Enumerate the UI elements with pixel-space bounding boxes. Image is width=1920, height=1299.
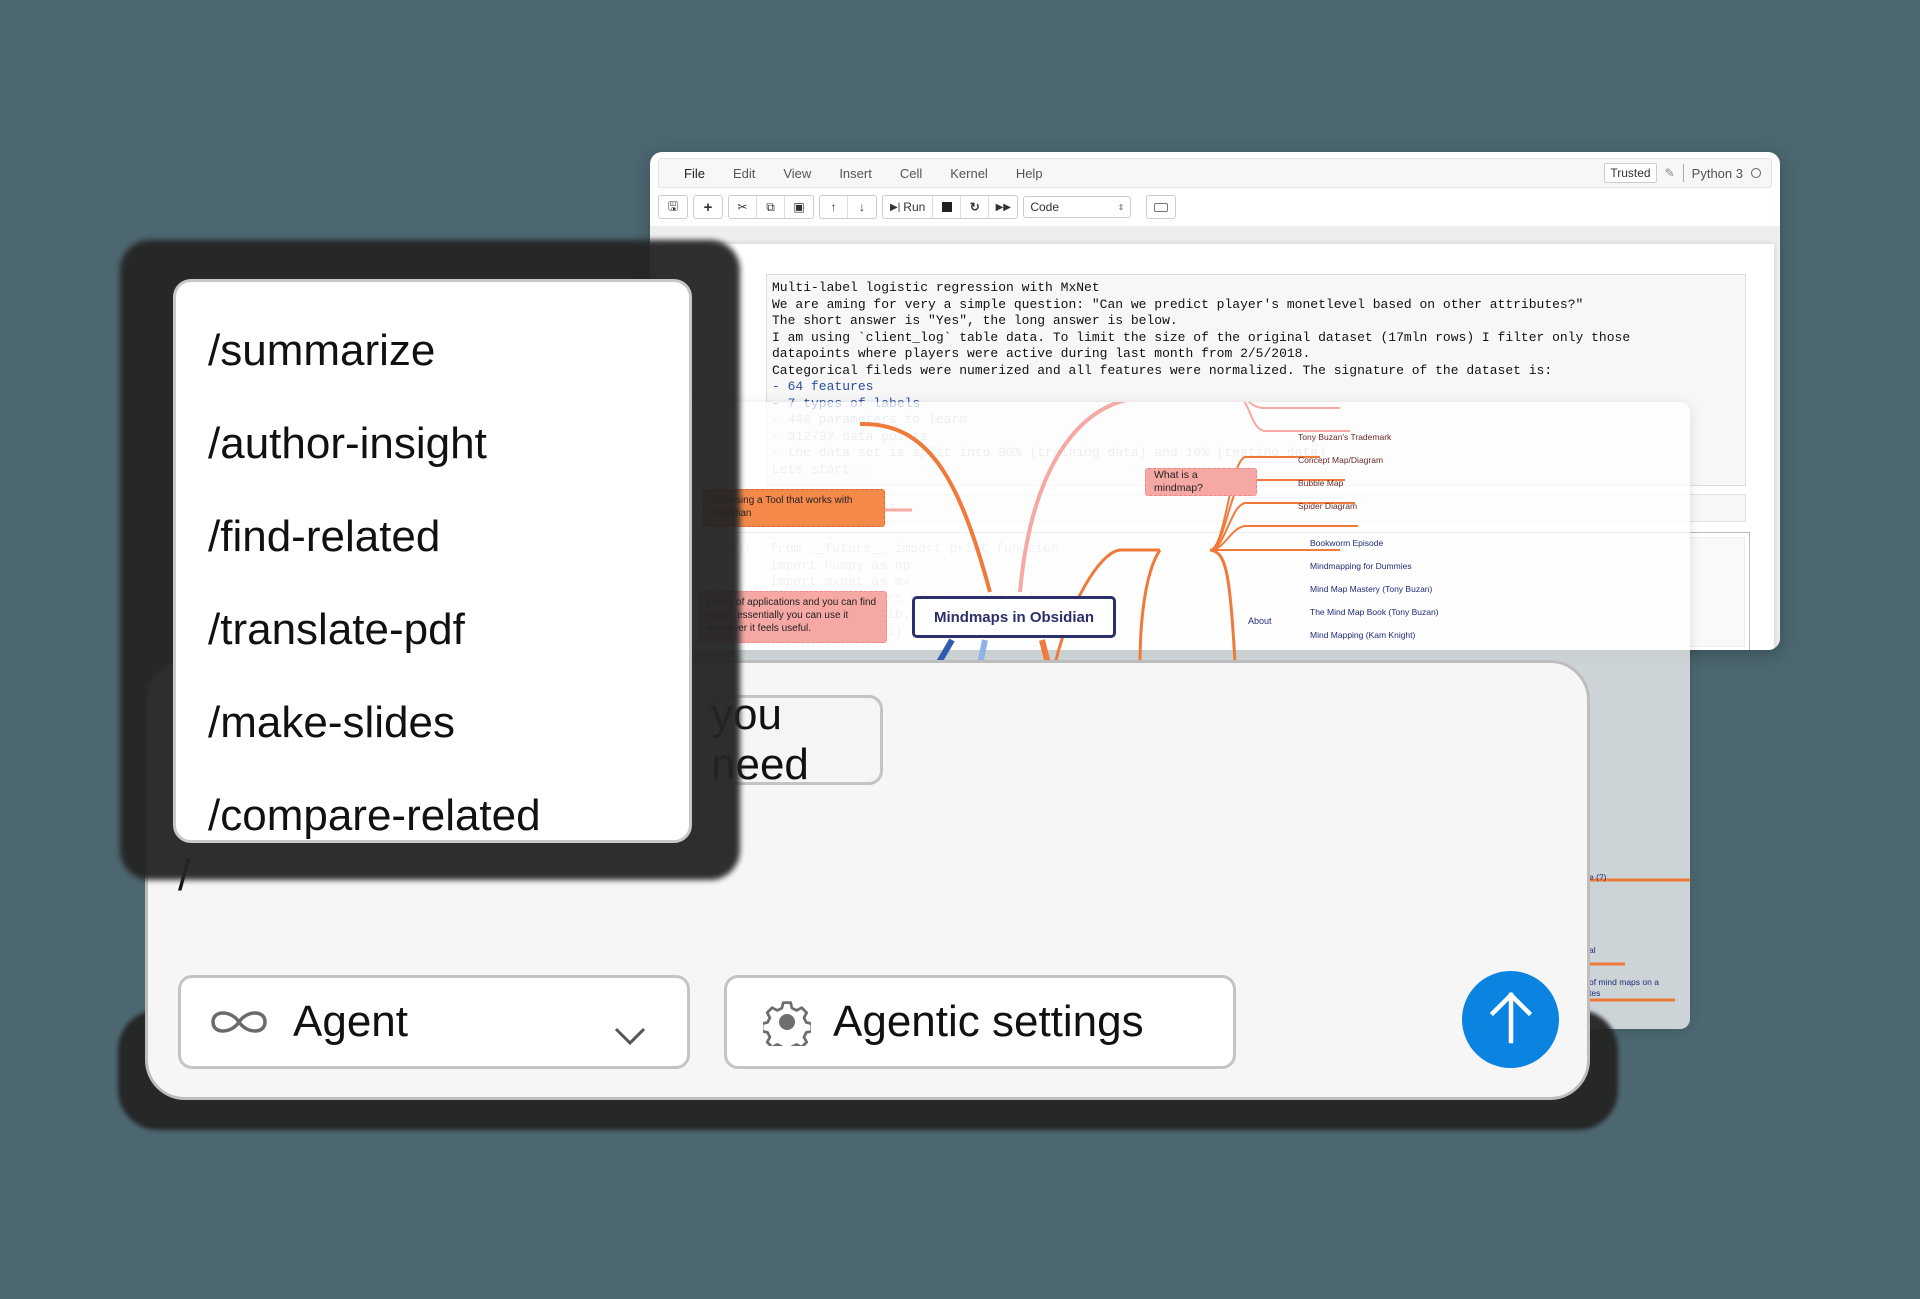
save-icon: 🖫 (667, 198, 679, 213)
restart-run-all-button[interactable]: ▶▶ (989, 196, 1017, 218)
move-up-button[interactable]: ↑ (820, 196, 848, 218)
menu-help[interactable]: Help (1015, 165, 1043, 181)
md-bullet: - 64 features (772, 379, 874, 394)
kernel-status-area: Trusted ✎ Python 3 (1604, 163, 1771, 183)
pencil-icon[interactable]: ✎ (1664, 166, 1675, 180)
cut-button[interactable]: ✂ (729, 196, 757, 218)
mindmap-connectors (850, 402, 1690, 1002)
mindmap-leaf[interactable]: Spider Diagram (1298, 501, 1358, 511)
menu-file[interactable]: File (684, 165, 705, 181)
slash-command-compare-related[interactable]: /compare-related (208, 790, 541, 840)
agentic-settings-label: Agentic settings (833, 997, 1144, 1046)
move-down-button[interactable]: ↓ (848, 196, 876, 218)
md-line: We are aming for very a simple question:… (772, 296, 1584, 312)
mindmap-leaf[interactable]: The Mind Map Book (Tony Buzan) (1310, 607, 1439, 617)
copy-button[interactable]: ⧉ (757, 196, 785, 218)
command-palette-button[interactable] (1147, 196, 1175, 218)
slash-command-author-insight[interactable]: /author-insight (208, 418, 487, 468)
divider (1682, 164, 1684, 182)
trusted-badge[interactable]: Trusted (1604, 163, 1657, 183)
cell-type-value: Code (1030, 200, 1059, 214)
kernel-idle-indicator-icon (1751, 168, 1761, 178)
mindmap-leaf[interactable]: Bookworm Episode (1310, 538, 1384, 548)
slash-command-menu: /summarize /author-insight /find-related… (173, 279, 692, 843)
save-button[interactable]: 🖫 (659, 196, 687, 218)
md-line: The short answer is "Yes", the long answ… (772, 313, 1178, 328)
mindmap-center-node[interactable]: Mindmaps in Obsidian (912, 596, 1116, 638)
mindmap-leaf-partial: al (1589, 945, 1596, 955)
mindmap-leaf-partial: tes (1589, 988, 1601, 998)
keyboard-icon (1154, 202, 1169, 212)
md-line: datapoints where players were active dur… (772, 346, 1311, 361)
slash-command-make-slides[interactable]: /make-slides (208, 697, 455, 747)
mindmap-leaf[interactable]: Concept Map/Diagram (1298, 455, 1384, 465)
slash-command-translate-pdf[interactable]: /translate-pdf (208, 604, 465, 654)
menu-edit[interactable]: Edit (732, 165, 756, 181)
plus-icon: + (703, 198, 713, 216)
header-separator (650, 226, 1780, 240)
slash-command-summarize[interactable]: /summarize (208, 325, 436, 375)
send-button[interactable] (1462, 971, 1559, 1068)
mindmap-leaf-partial: of mind maps on a (1589, 977, 1659, 987)
copy-icon: ⧉ (766, 199, 775, 214)
insert-cell-button[interactable]: + (694, 196, 722, 218)
infinity-icon (207, 1005, 271, 1039)
gear-icon (763, 998, 811, 1046)
restart-button[interactable]: ↻ (961, 196, 990, 218)
select-arrows-icon: ⇕ (1117, 202, 1125, 212)
menu-kernel[interactable]: Kernel (950, 165, 988, 181)
notebook-toolbar: 🖫 + ✂ ⧉ ▣ ↑ ↓ ▶| Run ↻ ▶▶ Code ⇕ (658, 194, 1177, 220)
paste-button[interactable]: ▣ (785, 196, 813, 218)
md-line: Categorical fileds were numerized and al… (772, 362, 1553, 378)
run-button[interactable]: ▶| Run (883, 196, 934, 218)
arrow-up-icon: ↑ (830, 200, 837, 214)
mindmap-leaf[interactable]: Bubble Map (1298, 478, 1344, 488)
arrow-up-icon (1487, 989, 1535, 1050)
mindmap-leaf[interactable]: Tony Buzan's Trademark (1298, 432, 1392, 442)
mindmap-about-node[interactable]: About (1248, 616, 1272, 626)
slash-command-find-related[interactable]: /find-related (208, 511, 441, 561)
paste-icon: ▣ (793, 200, 805, 214)
chevron-down-icon (613, 1008, 647, 1058)
agent-mode-label: Agent (293, 997, 408, 1046)
run-label: Run (903, 200, 926, 214)
interrupt-button[interactable] (933, 196, 962, 218)
cell-type-select[interactable]: Code ⇕ (1023, 196, 1132, 218)
mindmap-leaf-partial: e (?) (1589, 872, 1607, 882)
agentic-settings-button[interactable]: Agentic settings (724, 975, 1236, 1069)
md-line: I am using `client_log` table data. To l… (772, 329, 1631, 345)
scissors-icon: ✂ (737, 200, 748, 214)
agent-mode-dropdown[interactable]: Agent (178, 975, 690, 1069)
mindmap-leaf[interactable]: Mind Mapping (Kam Knight) (1310, 630, 1416, 640)
mindmap-node-what-is[interactable]: What is a mindmap? (1145, 468, 1257, 496)
fast-forward-icon: ▶▶ (995, 201, 1011, 213)
menu-cell[interactable]: Cell (899, 165, 923, 181)
mindmap-leaf[interactable]: Mindmapping for Dummies (1310, 561, 1412, 571)
kernel-name: Python 3 (1691, 165, 1743, 181)
menu-insert[interactable]: Insert (839, 165, 872, 181)
arrow-down-icon: ↓ (859, 200, 865, 214)
notebook-menubar: File Edit View Insert Cell Kernel Help T… (658, 158, 1772, 188)
mindmap-leaf[interactable]: Mind Map Mastery (Tony Buzan) (1310, 584, 1433, 594)
step-forward-icon: ▶| (890, 201, 901, 213)
menu-view[interactable]: View (783, 165, 812, 181)
restart-icon: ↻ (969, 200, 980, 214)
stop-icon (941, 202, 952, 212)
md-line: Multi-label logistic regression with MxN… (772, 280, 1100, 295)
